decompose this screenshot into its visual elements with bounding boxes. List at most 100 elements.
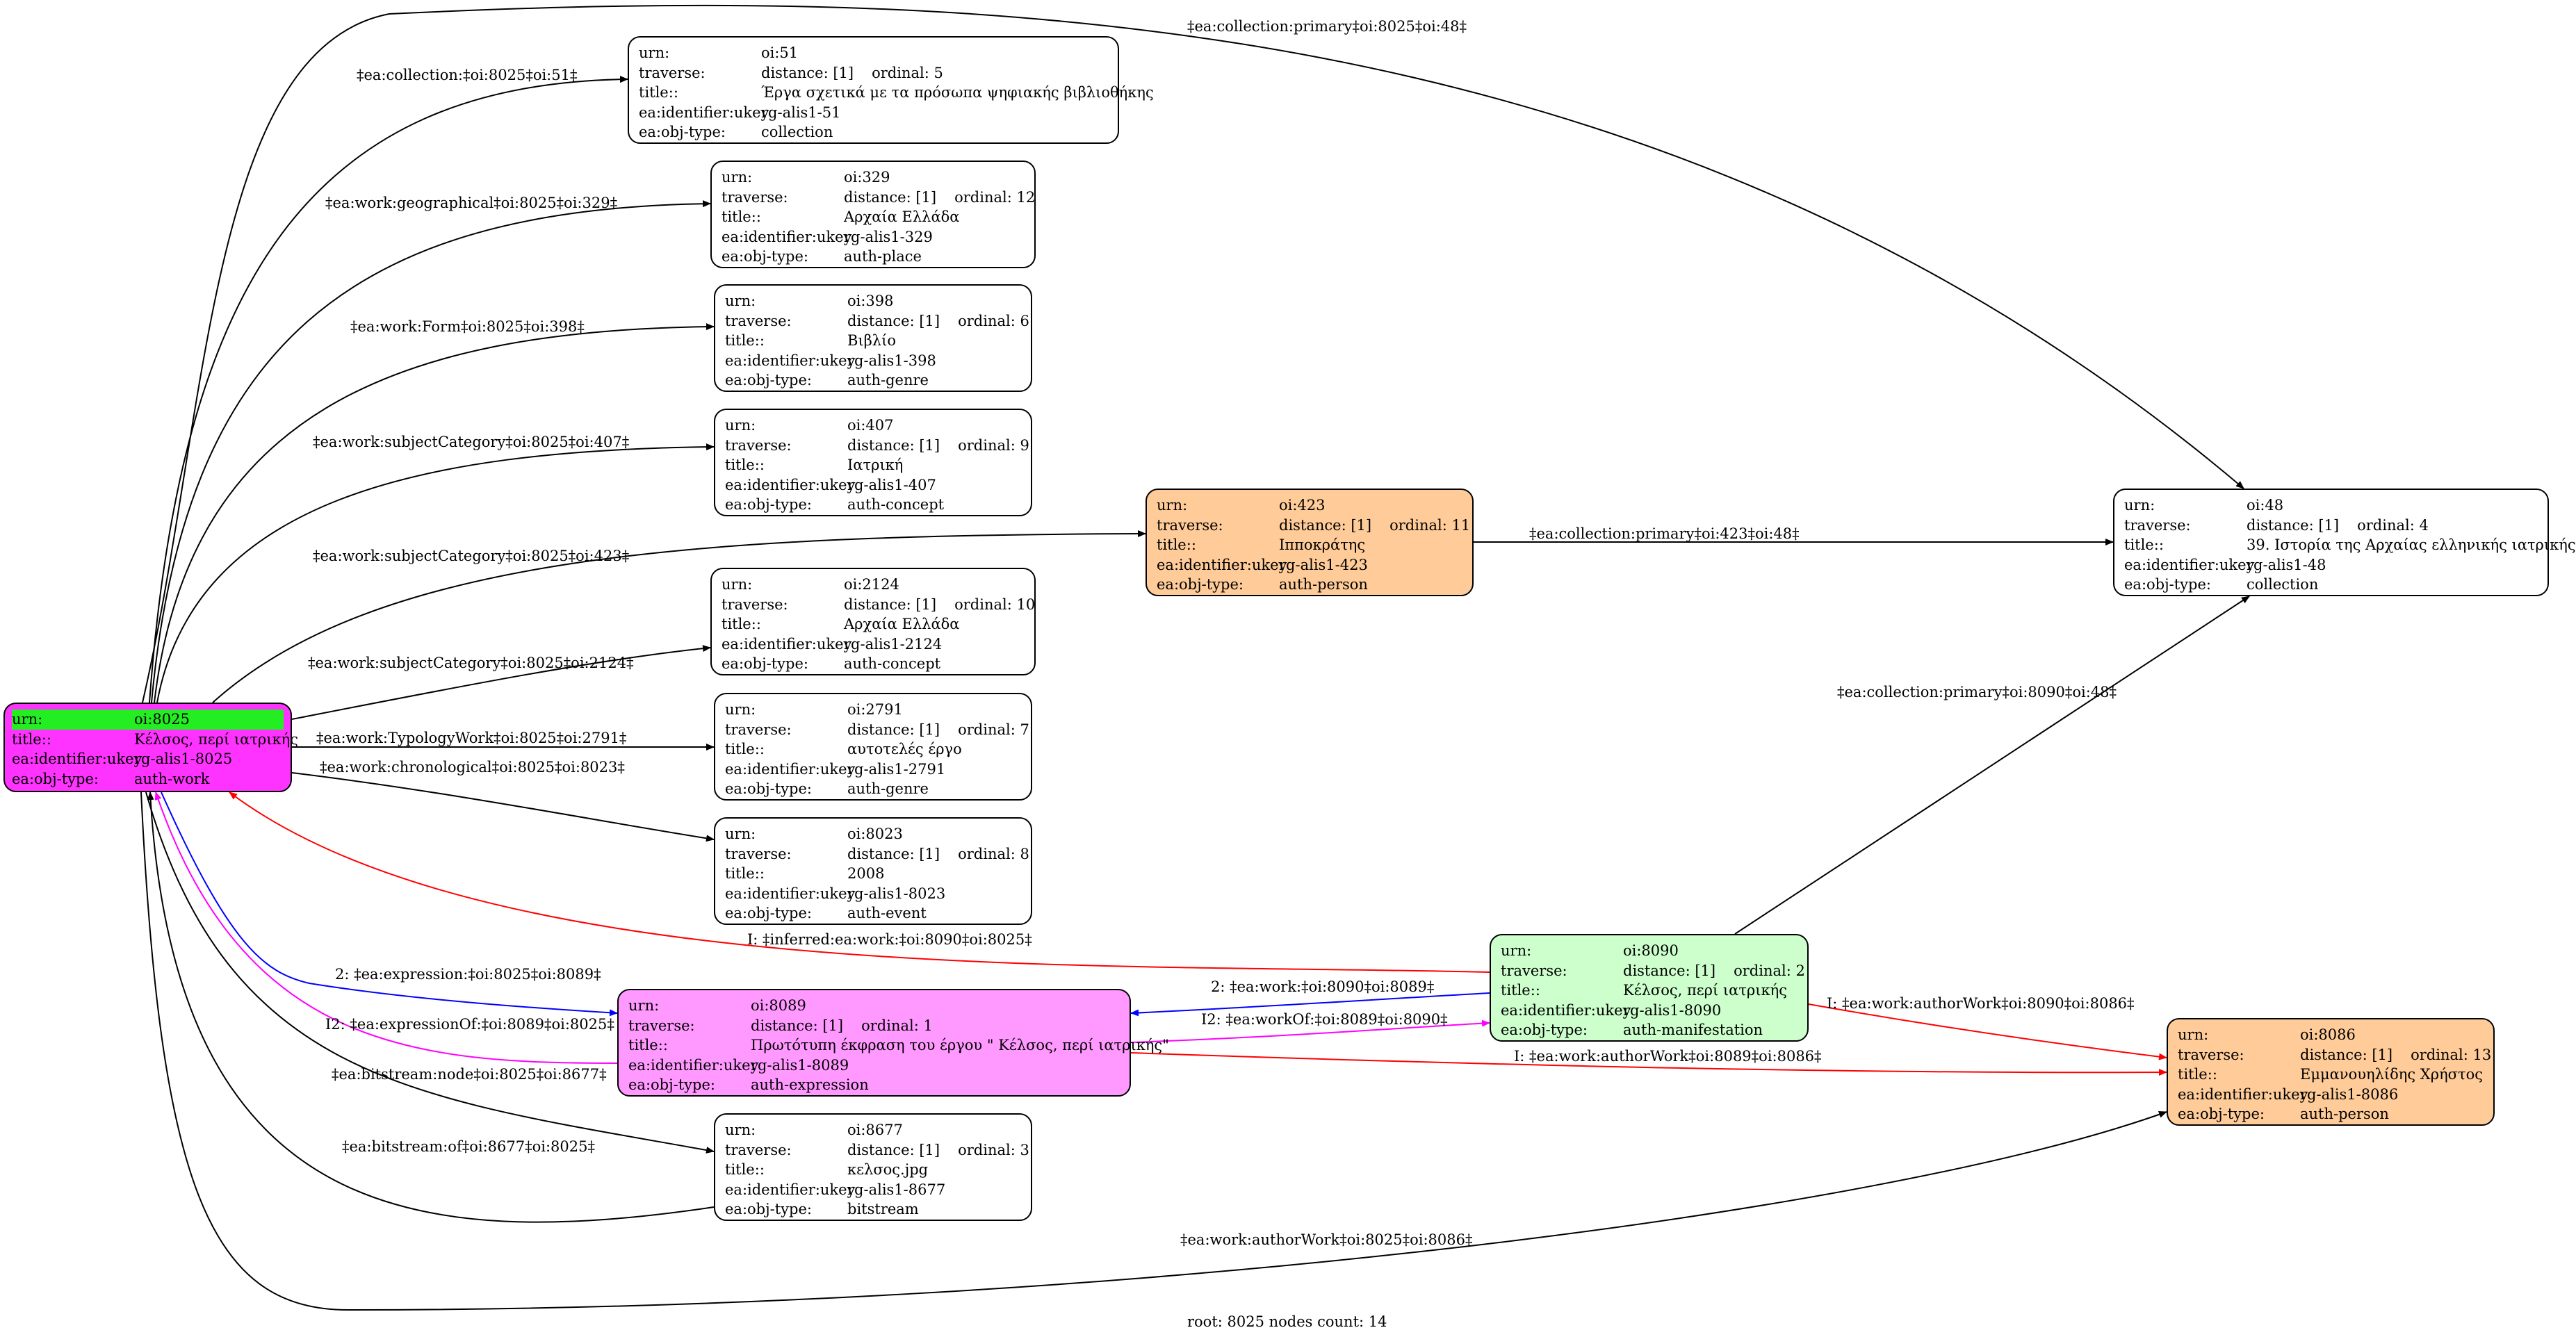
node-oi-2124[interactable]: urn:oi:2124 traverse:distance: [1]ordina… [710,568,1036,675]
node-oi-8090[interactable]: urn:oi:8090 traverse:distance: [1]ordina… [1490,934,1809,1042]
key-urn: urn: [1157,497,1188,514]
value-ukey: rg-alis1-8023 [847,885,946,902]
value-urn: oi:423 [1279,497,1326,514]
value-ukey: rg-alis1-51 [761,104,841,121]
edge-label-8025-2791: ‡ea:work:TypologyWork‡oi:8025‡oi:2791‡ [316,730,627,746]
node-row-title: title::Κέλσος, περί ιατρικής [12,730,298,748]
key-ukey: ea:identifier:ukey [725,352,856,369]
value-title: Κέλσος, περί ιατρικής [1623,982,1787,999]
value-objtype: auth-concept [844,655,941,672]
node-oi-48[interactable]: urn:oi:48 traverse:distance: [1]ordinal:… [2113,489,2576,596]
edge-label-author-8025: ‡ea:work:authorWork‡oi:8025‡oi:8086‡ [1180,1231,1473,1248]
node-oi-8677[interactable]: urn:oi:8677 traverse:distance: [1]ordina… [714,1113,1032,1221]
key-title: title:: [725,1161,765,1178]
value-urn: oi:8677 [847,1122,903,1138]
value-urn: oi:48 [2247,497,2284,514]
value-title: Αρχαία Ελλάδα [844,616,960,632]
edge-label-expression: 2: ‡ea:expression:‡oi:8025‡oi:8089‡ [335,966,601,983]
key-objtype: ea:obj-type: [725,905,812,921]
node-oi-8086[interactable]: urn:oi:8086 traverse:distance: [1]ordina… [2167,1018,2495,1126]
key-title: title:: [725,865,765,882]
edge-label-bitstream-node: ‡ea:bitstream:node‡oi:8025‡oi:8677‡ [332,1066,607,1083]
key-objtype: ea:obj-type: [725,780,812,797]
key-ukey: ea:identifier:ukey [725,885,856,902]
key-ukey: ea:identifier:ukey [722,228,852,245]
key-objtype: ea:obj-type: [722,248,808,265]
node-oi-423[interactable]: urn:oi:423 traverse:distance: [1]ordinal… [1146,489,1474,596]
key-title: title:: [1157,536,1196,553]
value-objtype: auth-expression [751,1076,869,1093]
value-title: Βιβλίο [847,332,896,349]
key-ukey: ea:identifier:ukey [725,1181,856,1198]
key-title: title:: [725,457,765,473]
value-title: Εμμανουηλίδης Χρήστος [2300,1066,2484,1083]
node-oi-2791[interactable]: urn:oi:2791 traverse:distance: [1]ordina… [714,693,1032,801]
key-ukey: ea:identifier:ukey [725,760,856,778]
value-title: Ιπποκράτης [1279,536,1366,553]
value-traverse: distance: [1]ordinal: 2 [1623,962,1805,979]
edge-label-author-8090: I: ‡ea:work:authorWork‡oi:8090‡oi:8086‡ [1827,995,2135,1012]
edge-8025-to-8023 [291,772,715,842]
key-ukey: ea:identifier:ukey [2178,1085,2308,1103]
value-ukey: rg-alis1-8677 [847,1181,946,1198]
node-oi-8023[interactable]: urn:oi:8023 traverse:distance: [1]ordina… [714,817,1032,925]
node-row-objtype: ea:obj-type:auth-work [12,770,210,787]
edge-8025-to-2124 [291,645,711,720]
value-ukey: rg-alis1-407 [847,476,936,493]
key-urn: urn: [722,169,753,186]
key-traverse: traverse: [2178,1046,2244,1063]
key-urn: urn: [725,701,756,718]
key-traverse: traverse: [2124,516,2191,534]
key-title: title:: [725,741,765,757]
node-oi-407[interactable]: urn:oi:407 traverse:distance: [1]ordinal… [714,409,1032,516]
node-row-urn: urn:oi:8025 [12,709,284,730]
value-urn: oi:398 [847,293,894,309]
key-objtype: ea:obj-type: [725,1201,812,1217]
key-urn: urn: [2124,497,2155,514]
edge-authorwork-8089-to-8086 [1130,1052,2167,1076]
key-ukey: ea:identifier:ukey [1157,556,1287,573]
value-title: Έργα σχετικά με τα πρόσωπα ψηφιακής βιβλ… [761,84,1154,101]
value-objtype: auth-event [847,905,927,921]
key-urn: urn: [725,417,756,434]
key-traverse: traverse: [725,312,792,329]
key-objtype: ea:obj-type: [639,124,726,140]
key-traverse: traverse: [725,721,792,738]
value-traverse: distance: [1]ordinal: 7 [847,721,1029,738]
key-urn: urn: [2178,1026,2209,1043]
node-oi-8025[interactable]: urn:oi:8025 title::Κέλσος, περί ιατρικής… [3,703,298,792]
edge-label-8025-2124: ‡ea:work:subjectCategory‡oi:8025‡oi:2124… [308,655,634,671]
value-title: Πρωτότυπη έκφραση του έργου " Κέλσος, πε… [751,1037,1169,1053]
key-traverse: traverse: [628,1017,695,1034]
value-traverse: distance: [1]ordinal: 13 [2300,1046,2492,1063]
value-traverse: distance: [1]ordinal: 8 [847,845,1029,862]
key-title: title:: [722,616,761,632]
edge-8025-to-407 [156,443,715,703]
value-objtype: auth-manifestation [1623,1022,1763,1038]
key-objtype: ea:obj-type: [2178,1106,2265,1122]
key-ukey: ea:identifier:ukey [2124,556,2255,573]
edge-8025-to-48-top [142,4,2244,703]
value-ukey: rg-alis1-2124 [844,635,943,653]
edge-label-8025-329: ‡ea:work:geographical‡oi:8025‡oi:329‡ [325,195,618,211]
node-oi-329[interactable]: urn:oi:329 traverse:distance: [1]ordinal… [710,161,1036,268]
value-ukey: rg-alis1-329 [844,228,933,245]
value-urn: oi:407 [847,417,894,434]
key-title: title:: [639,84,678,101]
key-traverse: traverse: [722,596,788,613]
value-title: 2008 [847,865,885,882]
value-traverse: distance: [1]ordinal: 9 [847,436,1029,454]
value-urn: oi:51 [761,44,799,61]
value-title: αυτοτελές έργο [847,741,962,757]
node-oi-8089[interactable]: urn:oi:8089 traverse:distance: [1]ordina… [617,989,1169,1097]
key-urn: urn: [722,576,753,593]
edge-label-bitstream-of: ‡ea:bitstream:of‡oi:8677‡oi:8025‡ [342,1138,595,1155]
value-objtype: auth-concept [847,496,945,513]
value-ukey: rg-alis1-423 [1279,556,1368,573]
edge-8025-to-398 [154,323,715,703]
node-oi-398[interactable]: urn:oi:398 traverse:distance: [1]ordinal… [714,284,1032,392]
node-oi-51[interactable]: urn:oi:51 traverse:distance: [1]ordinal:… [628,36,1154,144]
value-ukey: rg-alis1-48 [2247,556,2326,573]
value-objtype: auth-person [2300,1106,2389,1122]
key-traverse: traverse: [639,64,706,81]
